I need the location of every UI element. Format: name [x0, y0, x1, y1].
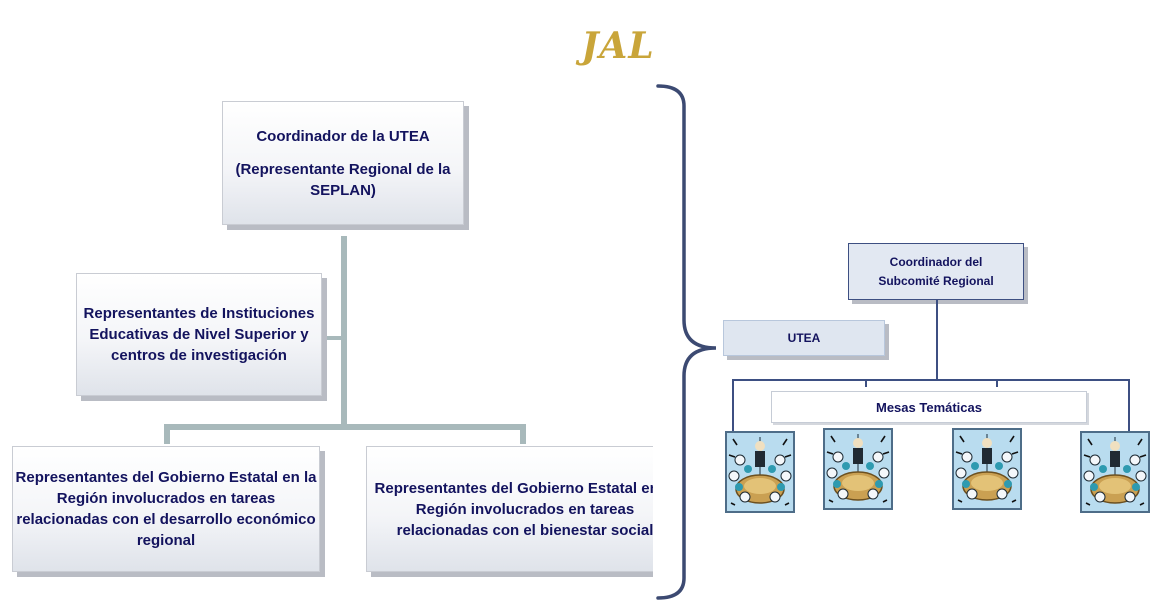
utea-coordinator-box: Coordinador de la UTEA (Representante Re… — [222, 101, 464, 225]
utea-coordinator-title: Coordinador de la UTEA — [256, 127, 430, 145]
mesas-drop-4 — [1128, 379, 1130, 431]
mesas-drop-2 — [865, 379, 867, 387]
mesas-drop-3 — [996, 379, 998, 387]
institutions-box: Representantes de Instituciones Educativ… — [76, 273, 322, 396]
connector-institutions-stub — [324, 336, 344, 340]
meeting-people-icon — [823, 428, 893, 510]
meeting-people-icon — [1080, 431, 1150, 513]
mesas-tematicas-box: Mesas Temáticas — [771, 391, 1087, 423]
gov-social-clip: Representantes del Gobierno Estatal en l… — [366, 446, 653, 572]
mesas-drop-1 — [732, 379, 734, 431]
connector-vertical — [341, 236, 347, 430]
meeting-people-icon — [725, 431, 795, 513]
meeting-people-icon — [952, 428, 1022, 510]
institutions-label: Representantes de Instituciones Educativ… — [83, 305, 315, 364]
coordinator-stem — [936, 300, 938, 380]
utea-coordinator-subtitle: (Representante Regional de la SEPLAN) — [235, 160, 451, 199]
subcomite-coordinator-box: Coordinador del Subcomité Regional — [848, 243, 1024, 300]
utea-label: UTEA — [787, 330, 821, 345]
logo-text: JAL — [575, 25, 654, 66]
gov-social-label: Representantes del Gobierno Estatal en l… — [374, 479, 653, 539]
subcomite-coordinator-line2: Subcomité Regional — [878, 273, 994, 288]
connector-horizontal-branch — [164, 424, 526, 430]
connector-left-drop — [164, 424, 170, 444]
utea-box: UTEA — [723, 320, 885, 356]
curly-bracket — [656, 84, 717, 600]
subcomite-coordinator-line1: Coordinador del — [889, 254, 983, 269]
gov-economic-label: Representantes del Gobierno Estatal en l… — [15, 469, 317, 549]
jal-logo: JAL — [575, 25, 654, 66]
gov-social-box: Representantes del Gobierno Estatal en l… — [366, 446, 653, 572]
mesas-tematicas-label: Mesas Temáticas — [876, 399, 982, 415]
gov-economic-box: Representantes del Gobierno Estatal en l… — [12, 446, 320, 572]
mesas-horizontal-line — [732, 379, 1130, 381]
connector-right-drop — [520, 424, 526, 444]
